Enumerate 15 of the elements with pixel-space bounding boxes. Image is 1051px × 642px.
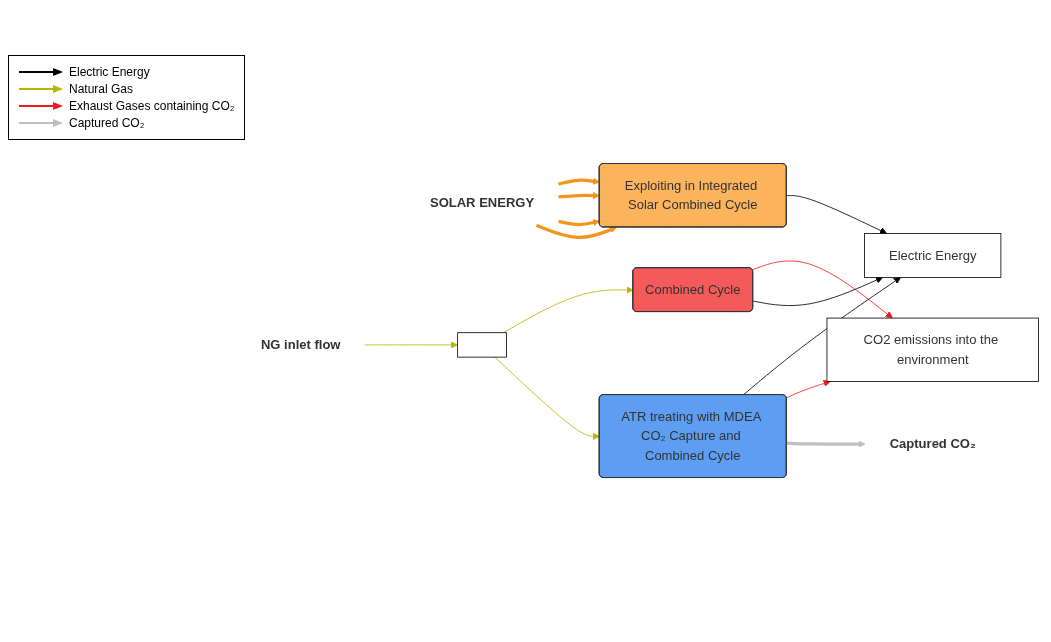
node-box: CO2 emissions into the environment — [826, 318, 1039, 383]
arrow — [558, 178, 600, 187]
node-box — [457, 332, 507, 358]
legend-text: Electric Energy — [69, 65, 150, 79]
node-box: Electric Energy — [864, 233, 1002, 279]
legend-text: Natural Gas — [69, 82, 134, 96]
arrow — [786, 441, 866, 449]
node-text: Captured CO₂ — [889, 437, 976, 452]
node-text: SOLAR ENERGY — [429, 196, 535, 211]
legend-text: Captured CO₂ — [69, 116, 145, 130]
node-text: NG inlet flow — [260, 338, 341, 352]
arrow — [558, 219, 600, 227]
arrow — [535, 224, 617, 240]
arrow — [558, 192, 600, 200]
legend-text: Exhaust Gases containing CO₂ — [69, 99, 235, 113]
